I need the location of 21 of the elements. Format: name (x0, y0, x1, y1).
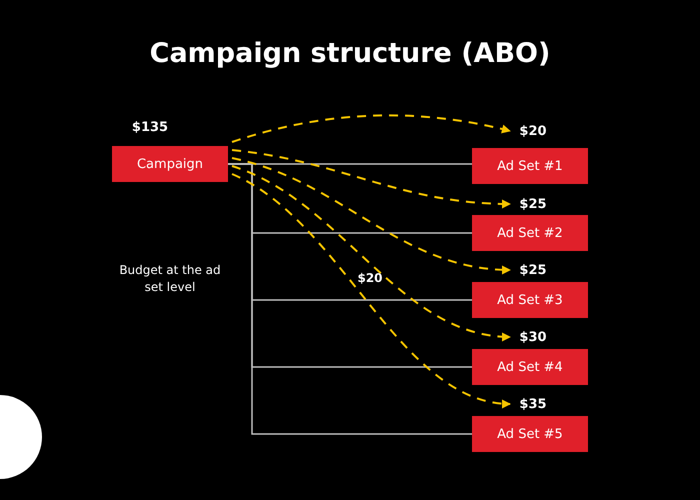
dashed-arrow (232, 173, 511, 408)
budget-amount: $25 (512, 195, 554, 213)
budget-amount: $25 (512, 261, 554, 279)
budget-amount: $30 (512, 328, 554, 346)
ad-set-box: Ad Set #3 (472, 282, 588, 318)
ad-set-box: Ad Set #2 (472, 215, 588, 251)
ad-set-box: Ad Set #4 (472, 349, 588, 385)
dashed-arrow (232, 165, 511, 341)
budget-amount: $35 (512, 395, 554, 413)
budget-amount: $135 (130, 120, 170, 135)
connector-line (228, 163, 472, 435)
budget-amount: $20 (512, 122, 554, 140)
campaign-box: Campaign (112, 146, 228, 182)
budget-note: Budget at the ad set level (118, 262, 222, 296)
ad-set-box: Ad Set #1 (472, 148, 588, 184)
budget-amount: $20 (356, 270, 384, 287)
diagram-title: Campaign structure (ABO) (148, 38, 552, 69)
dashed-arrow (232, 114, 511, 143)
dashed-arrow (232, 157, 511, 274)
dashed-arrow (232, 149, 511, 208)
ad-set-box: Ad Set #5 (472, 416, 588, 452)
